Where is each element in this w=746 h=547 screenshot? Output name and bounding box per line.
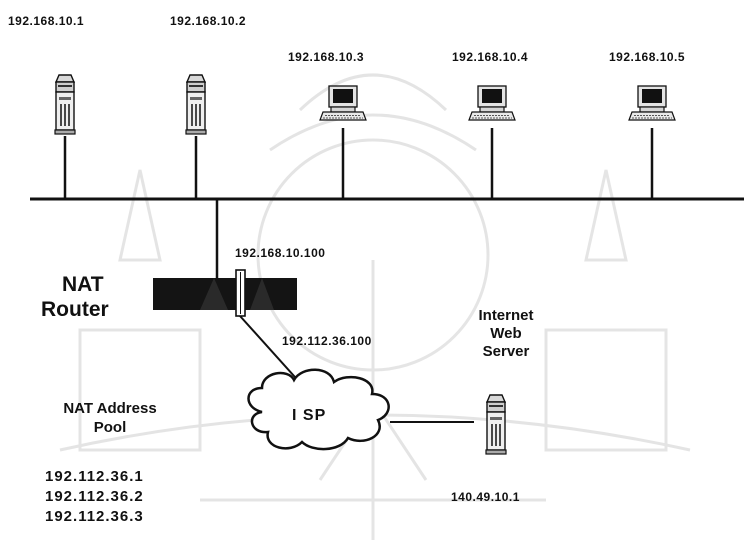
workstation-icon	[468, 85, 516, 121]
host-ip-label: 192.168.10.1	[8, 14, 85, 28]
web-server-title-line2: Web	[490, 325, 522, 342]
web-server-ip-label: 140.49.10.1	[451, 490, 520, 504]
router-outside-ip-label: 192.112.36.100	[282, 334, 372, 348]
host-ip-label: 192.168.10.2	[170, 14, 247, 28]
web-server-title-line1: Internet	[478, 307, 534, 324]
router-title-line1: NAT	[62, 273, 104, 296]
pool-title-line1: NAT Address	[63, 400, 157, 417]
pool-address: 192.112.36.2	[45, 488, 144, 505]
server-icon	[185, 74, 207, 135]
host-ip-label: 192.168.10.3	[288, 50, 365, 64]
workstation-icon	[319, 85, 367, 121]
isp-cloud-icon	[247, 368, 390, 451]
pool-address: 192.112.36.1	[45, 468, 144, 485]
router-inside-ip-label: 192.168.10.100	[235, 246, 326, 260]
workstation-icon	[628, 85, 676, 121]
web-server-title-line3: Server	[482, 343, 530, 360]
isp-label: I SP	[292, 407, 327, 424]
router-title-line2: Router	[41, 298, 109, 321]
web-server-icon	[485, 394, 507, 455]
host-ip-label: 192.168.10.4	[452, 50, 529, 64]
server-icon	[54, 74, 76, 135]
host-ip-label: 192.168.10.5	[609, 50, 686, 64]
nat-router-icon	[153, 269, 297, 317]
router-isp-link	[239, 315, 304, 387]
pool-address: 192.112.36.3	[45, 508, 144, 525]
pool-title-line2: Pool	[93, 419, 127, 436]
